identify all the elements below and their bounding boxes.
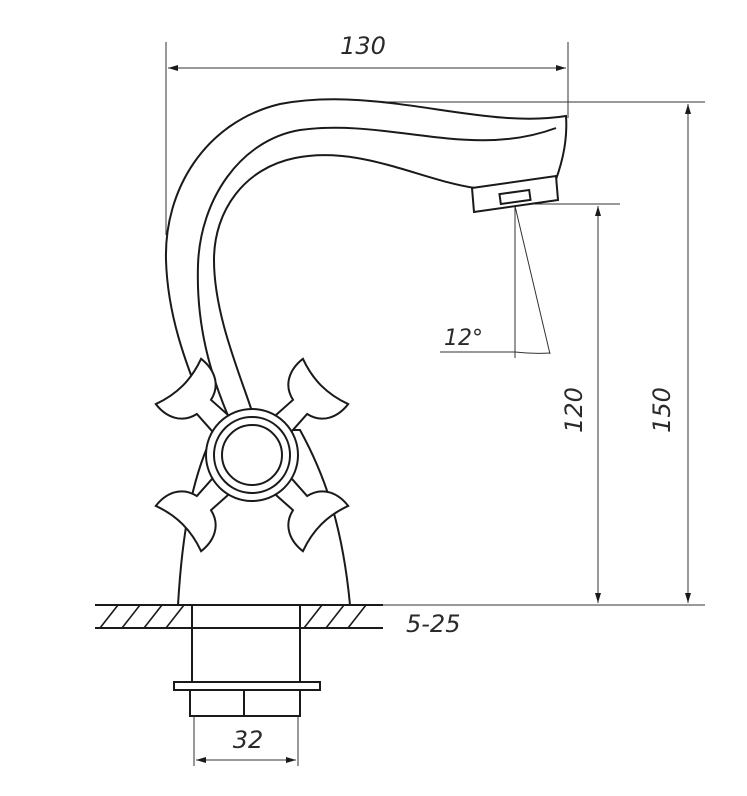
spout-height-dimension: 120 [520,203,620,603]
angled-flow-line [514,205,551,355]
angle-arc [514,351,551,354]
handle-center-cap [221,424,283,486]
pipe-shank [191,604,301,686]
handle-ring-middle [213,416,291,494]
angle-dimension: 12° [440,205,551,358]
spout-height-label: 120 [560,387,588,433]
mounting-pipe [173,604,321,717]
angle-label: 12° [444,326,483,351]
width-dimension: 130 [165,32,569,235]
spout-outer [164,98,568,431]
pipe-width-label: 32 [233,726,264,754]
aerator [470,174,560,214]
total-height-label: 150 [648,387,676,433]
pipe-width-dimension: 32 [193,716,299,766]
cross-handle [154,357,350,553]
width-label: 130 [340,32,386,60]
spout-inner-contour [196,126,557,426]
pipe-washer [173,681,321,691]
mounting-thickness-label: 5-25 [406,610,460,638]
